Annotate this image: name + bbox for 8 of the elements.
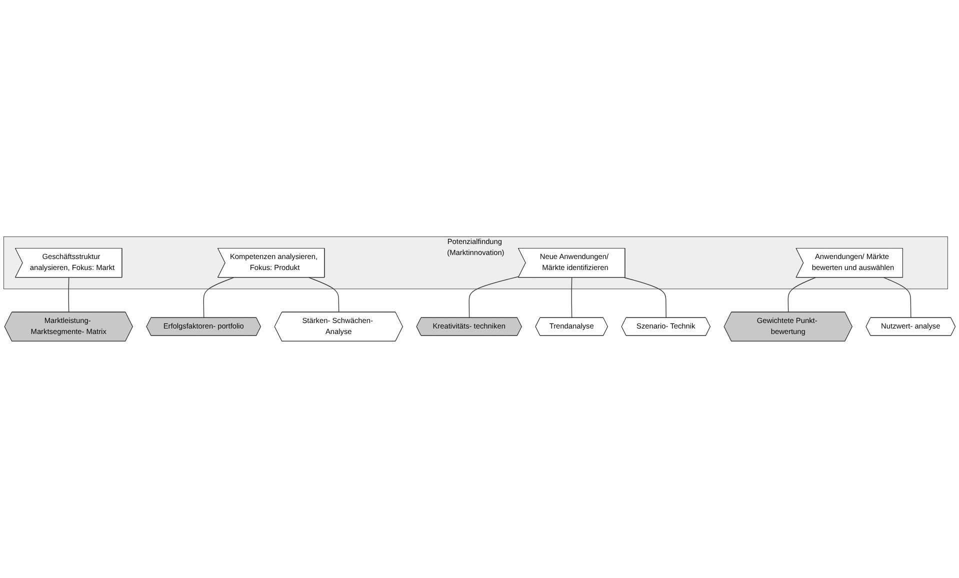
connector <box>308 277 340 313</box>
connector <box>788 277 816 313</box>
connector <box>624 277 666 318</box>
connector <box>468 276 520 318</box>
connector <box>883 277 912 318</box>
connector <box>68 277 70 313</box>
connector <box>203 277 234 318</box>
connector <box>571 277 572 318</box>
